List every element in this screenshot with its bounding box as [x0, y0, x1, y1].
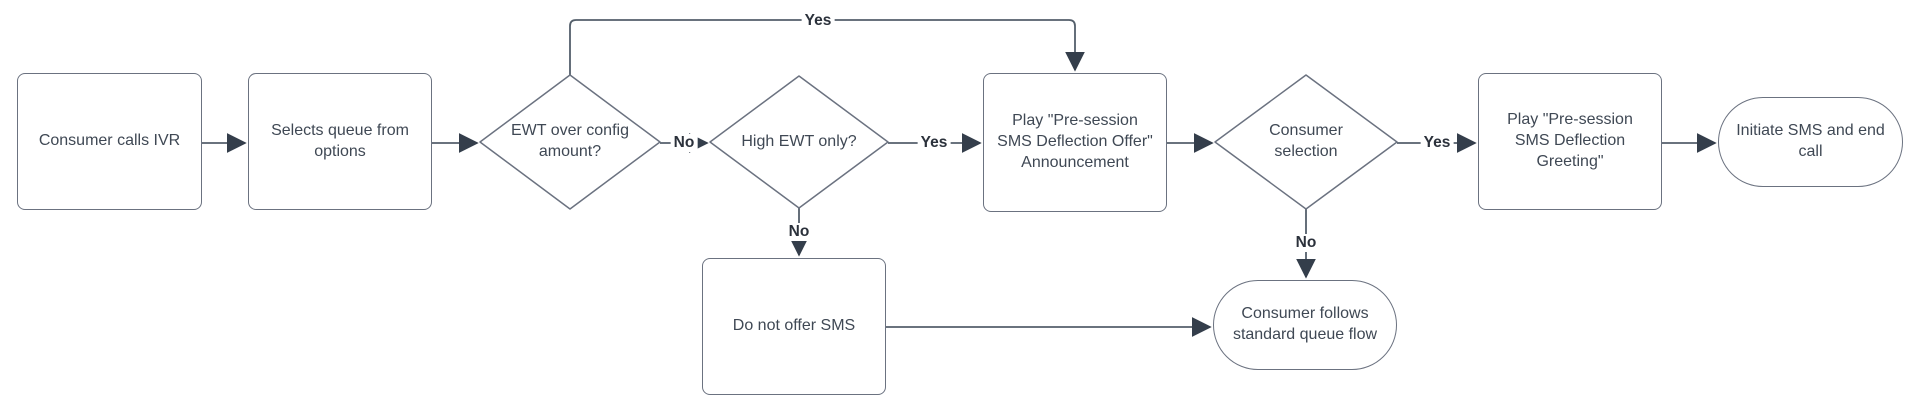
node-label-initiate-sms: Initiate SMS and end call [1736, 122, 1885, 160]
node-standard-queue: Consumer follows standard queue flow [1213, 280, 1397, 370]
node-high-ewt: High EWT only? [710, 76, 888, 208]
edge-label-ewt-no: No [670, 134, 698, 152]
node-label-play-offer: Play "Pre-session SMS Deflection Offer" … [997, 112, 1153, 171]
edge-label-selection-yes: Yes [1420, 134, 1454, 152]
node-play-offer: Play "Pre-session SMS Deflection Offer" … [983, 73, 1167, 212]
node-label-selects-queue: Selects queue from options [271, 121, 409, 160]
node-label-consumer-selection: Consumer selection [1269, 122, 1343, 160]
node-no-offer: Do not offer SMS [702, 258, 886, 395]
node-play-greeting: Play "Pre-session SMS Deflection Greetin… [1478, 73, 1662, 210]
node-label-high-ewt: High EWT only? [741, 132, 857, 150]
node-selects-queue: Selects queue from options [248, 73, 432, 210]
node-label-no-offer: Do not offer SMS [732, 317, 856, 335]
node-consumer-calls-ivr: Consumer calls IVR [17, 73, 202, 210]
node-label-consumer-calls-ivr: Consumer calls IVR [38, 132, 181, 150]
node-ewt-check: EWT over config amount? [480, 75, 660, 209]
diamond-shape [710, 76, 888, 208]
node-label-ewt-check: EWT over config amount? [511, 122, 629, 160]
edge-label-ewt-yes: Yes [801, 12, 835, 30]
node-consumer-selection: Consumer selection [1215, 75, 1397, 209]
edge-label-high-ewt-yes: Yes [917, 134, 951, 152]
edge-label-selection-no: No [1292, 234, 1320, 252]
node-label-play-greeting: Play "Pre-session SMS Deflection Greetin… [1507, 111, 1633, 170]
diamond-shape [480, 75, 660, 209]
node-label-standard-queue: Consumer follows standard queue flow [1232, 305, 1378, 343]
node-initiate-sms: Initiate SMS and end call [1718, 97, 1903, 187]
diamond-shape [1215, 75, 1397, 209]
edge-label-high-ewt-no: No [785, 223, 813, 241]
